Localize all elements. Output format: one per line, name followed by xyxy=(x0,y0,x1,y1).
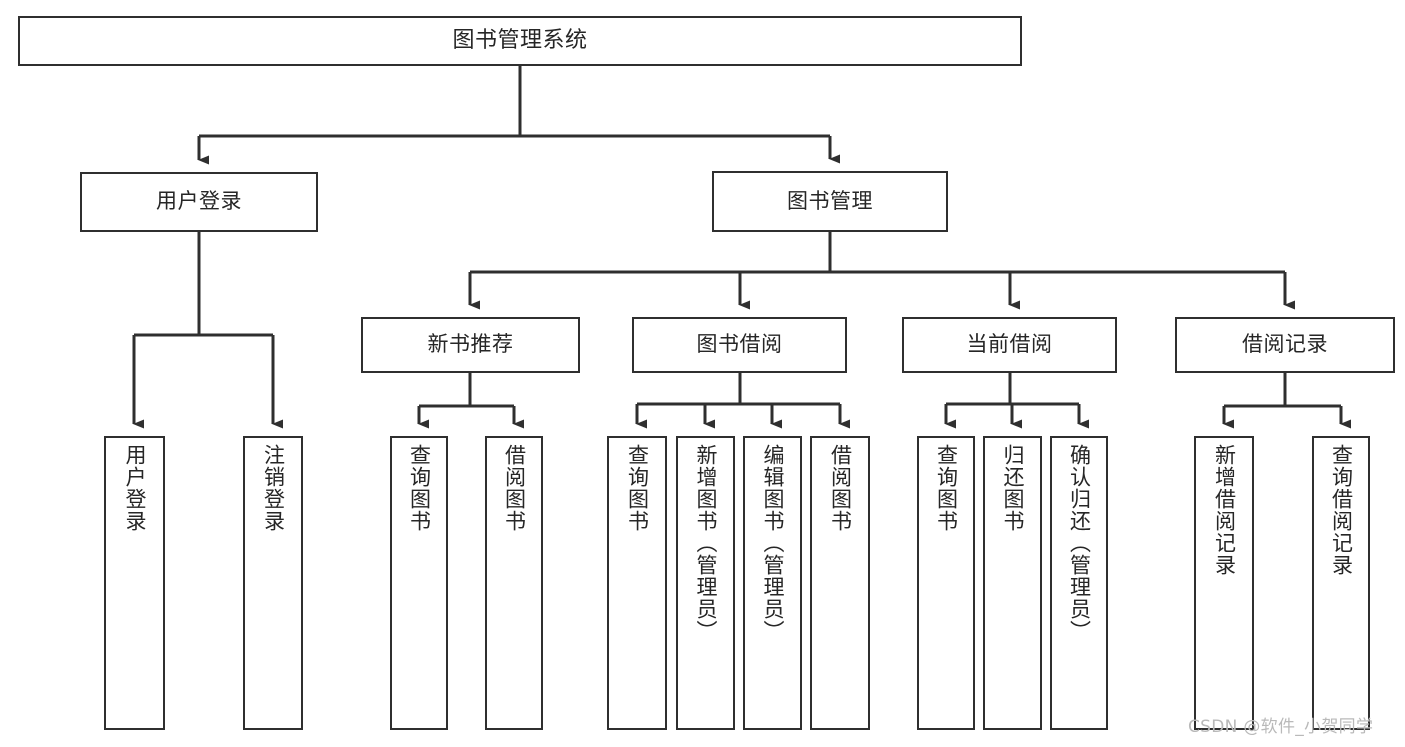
node-leaf-user-login-label: 用户登录 xyxy=(122,444,147,532)
edge-group-borrow-record xyxy=(1222,373,1351,429)
node-leaf-borrow-book-2-label: 借阅图书 xyxy=(828,444,853,532)
node-borrow-record-label: 借阅记录 xyxy=(1242,332,1328,357)
node-leaf-query-book-1[interactable]: 查询图书 xyxy=(390,436,448,730)
node-leaf-add-book-label: 新增图书（管理员） xyxy=(693,444,718,642)
node-book-manage-label: 图书管理 xyxy=(787,188,873,213)
node-leaf-query-book-3[interactable]: 查询图书 xyxy=(917,436,975,730)
node-leaf-query-book-3-label: 查询图书 xyxy=(934,444,959,532)
node-leaf-return-book-label: 归还图书 xyxy=(1000,444,1025,532)
edge-group-root xyxy=(197,66,840,165)
node-leaf-borrow-book-2[interactable]: 借阅图书 xyxy=(810,436,870,730)
edge-group-new-book-recommend xyxy=(417,373,524,429)
node-leaf-add-record[interactable]: 新增借阅记录 xyxy=(1194,436,1254,730)
node-root-label: 图书管理系统 xyxy=(452,27,588,53)
node-leaf-add-record-label: 新增借阅记录 xyxy=(1212,444,1237,576)
node-leaf-user-login[interactable]: 用户登录 xyxy=(104,436,165,730)
node-new-book-recommend-label: 新书推荐 xyxy=(427,332,514,357)
node-leaf-confirm-return[interactable]: 确认归还（管理员） xyxy=(1050,436,1108,730)
node-current-borrow[interactable]: 当前借阅 xyxy=(902,317,1117,373)
node-leaf-query-book-1-label: 查询图书 xyxy=(407,444,432,532)
node-leaf-query-book-2[interactable]: 查询图书 xyxy=(607,436,667,730)
node-leaf-edit-book-label: 编辑图书（管理员） xyxy=(760,444,785,642)
edge-group-current-borrow xyxy=(944,373,1089,429)
edge-group-user-login xyxy=(132,232,283,429)
node-leaf-borrow-book-1-label: 借阅图书 xyxy=(502,444,527,532)
node-leaf-query-book-2-label: 查询图书 xyxy=(625,444,650,532)
node-leaf-add-book[interactable]: 新增图书（管理员） xyxy=(676,436,735,730)
edge-group-book-borrow xyxy=(635,373,850,429)
node-user-login[interactable]: 用户登录 xyxy=(80,172,318,232)
node-leaf-confirm-return-label: 确认归还（管理员） xyxy=(1067,444,1092,642)
node-book-manage[interactable]: 图书管理 xyxy=(712,171,948,232)
node-root[interactable]: 图书管理系统 xyxy=(18,16,1022,66)
node-leaf-return-book[interactable]: 归还图书 xyxy=(983,436,1042,730)
node-current-borrow-label: 当前借阅 xyxy=(966,332,1053,357)
node-book-borrow-label: 图书借阅 xyxy=(696,332,783,357)
node-leaf-user-logout-label: 注销登录 xyxy=(261,444,286,532)
node-borrow-record[interactable]: 借阅记录 xyxy=(1175,317,1395,373)
edge-group-book-manage xyxy=(468,232,1295,310)
node-new-book-recommend[interactable]: 新书推荐 xyxy=(361,317,580,373)
node-user-login-label: 用户登录 xyxy=(156,189,242,214)
watermark: CSDN @软件_小贺同学 xyxy=(1188,717,1374,737)
node-leaf-edit-book[interactable]: 编辑图书（管理员） xyxy=(743,436,802,730)
node-book-borrow[interactable]: 图书借阅 xyxy=(632,317,847,373)
node-leaf-user-logout[interactable]: 注销登录 xyxy=(243,436,303,730)
node-leaf-query-record[interactable]: 查询借阅记录 xyxy=(1312,436,1370,730)
node-leaf-borrow-book-1[interactable]: 借阅图书 xyxy=(485,436,543,730)
node-leaf-query-record-label: 查询借阅记录 xyxy=(1329,444,1354,576)
